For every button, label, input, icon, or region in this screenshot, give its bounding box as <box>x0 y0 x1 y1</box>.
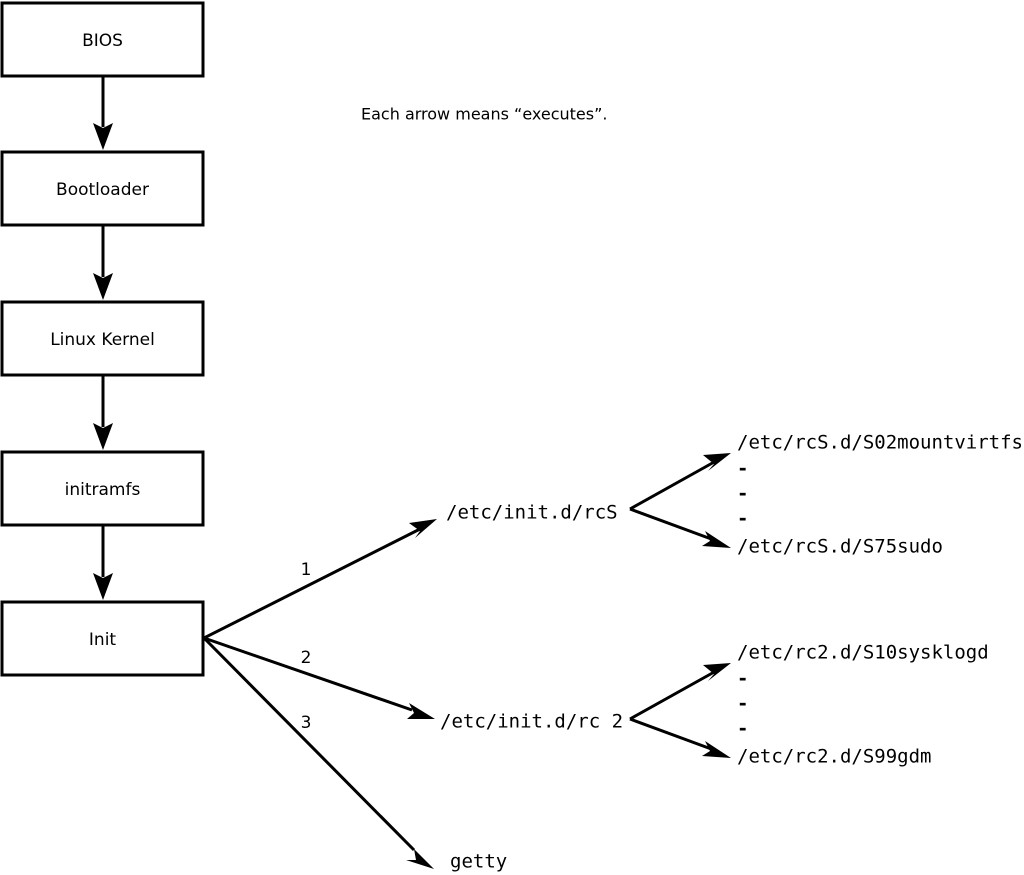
rcS-script-first[interactable]: /etc/rcS.d/S02mountvirtfs <box>737 432 1023 454</box>
rc2-ellipsis-dash-2: - <box>737 693 748 715</box>
rcS-ellipsis-dash-1: - <box>737 458 748 480</box>
branch-2-number: 2 <box>301 648 312 668</box>
node-bios[interactable]: BIOS <box>0 1 205 78</box>
arrowhead <box>93 573 113 600</box>
node-initramfs[interactable]: initramfs <box>0 450 205 527</box>
rc2-script-last[interactable]: /etc/rc2.d/S99gdm <box>737 746 931 768</box>
arrowhead <box>93 423 113 450</box>
rcS-script-last[interactable]: /etc/rcS.d/S75sudo <box>737 536 943 558</box>
rc2-ellipsis-dash-1: - <box>737 668 748 690</box>
fan-rc2-to-first-script <box>629 663 731 721</box>
rcS-ellipsis-dash-2: - <box>737 483 748 505</box>
arrowhead <box>409 519 437 538</box>
node-linux-kernel-label: Linux Kernel <box>50 330 155 350</box>
arrowhead <box>703 663 731 681</box>
node-init[interactable]: Init <box>0 600 205 677</box>
node-bios-label: BIOS <box>82 31 123 51</box>
arrowhead <box>93 273 113 300</box>
branch-1-number: 1 <box>301 560 312 580</box>
arrowhead <box>702 531 731 548</box>
node-bootloader[interactable]: Bootloader <box>0 150 205 227</box>
arrow-bios-to-bootloader <box>93 76 113 150</box>
node-initramfs-label: initramfs <box>65 480 141 500</box>
branch-1-init-to-rcS <box>203 519 437 640</box>
fan-rcS-to-last-script <box>629 507 731 548</box>
rc2-ellipsis-dash-3: - <box>737 718 748 740</box>
branch-target-getty[interactable]: getty <box>450 851 507 873</box>
node-linux-kernel[interactable]: Linux Kernel <box>0 300 205 377</box>
branch-3-number: 3 <box>301 713 312 733</box>
arrowhead <box>407 703 435 719</box>
fan-rcS-to-first-script <box>629 453 731 511</box>
arrow-bootloader-to-kernel <box>93 225 113 300</box>
branch-target-rc2[interactable]: /etc/init.d/rc 2 <box>440 711 623 733</box>
arrowhead <box>703 453 731 471</box>
branch-target-rcS[interactable]: /etc/init.d/rcS <box>446 502 618 524</box>
arrowhead <box>702 741 731 758</box>
diagram-caption: Each arrow means “executes”. <box>361 105 607 124</box>
fan-rc2-to-last-script <box>629 717 731 758</box>
arrow-initramfs-to-init <box>93 525 113 600</box>
arrow-kernel-to-initramfs <box>93 375 113 450</box>
arrowhead <box>93 123 113 150</box>
arrowhead <box>406 849 434 869</box>
node-bootloader-label: Bootloader <box>56 180 149 200</box>
rc2-script-first[interactable]: /etc/rc2.d/S10sysklogd <box>737 642 989 664</box>
node-init-label: Init <box>89 630 117 650</box>
branch-3-init-to-getty <box>202 636 434 869</box>
branch-2-init-to-rc2 <box>203 636 435 719</box>
rcS-ellipsis-dash-3: - <box>737 508 748 530</box>
